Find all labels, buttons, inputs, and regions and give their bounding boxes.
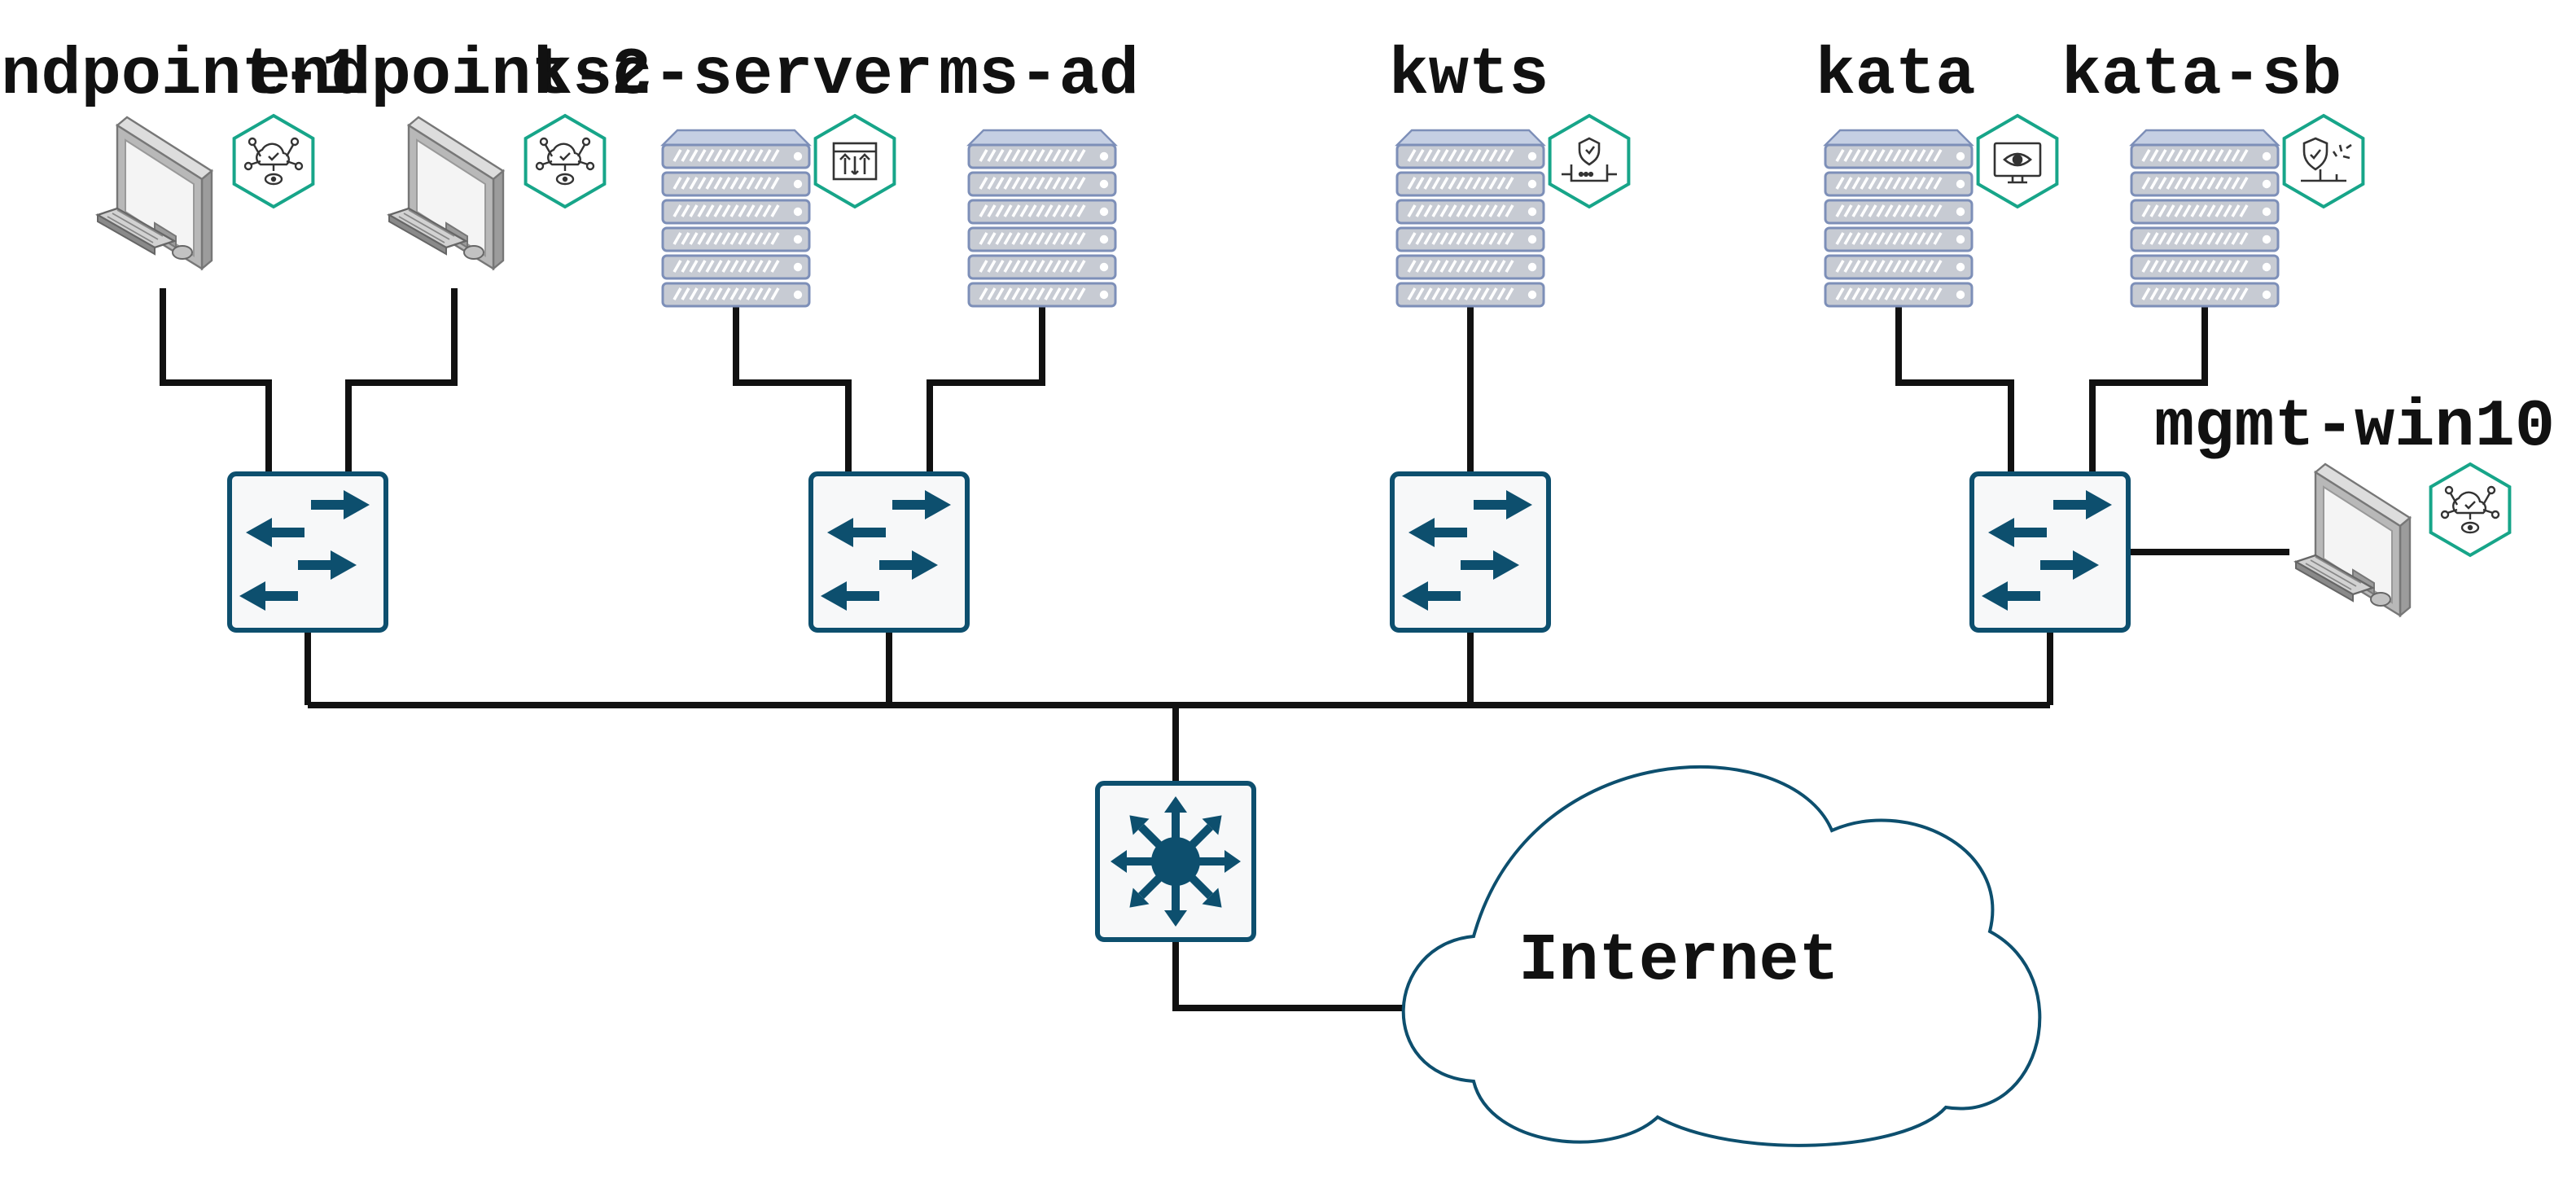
access-switch-2[interactable] [811, 474, 967, 630]
link-ms-ad-switch-2 [927, 296, 1045, 472]
core-switch[interactable] [1097, 783, 1254, 940]
link-core-switch-internet [1172, 940, 1404, 1011]
node-endpoint-1[interactable]: endpoint-1 [0, 37, 361, 270]
node-kata[interactable]: kata [1816, 37, 2057, 306]
node-label: ms-ad [939, 37, 1139, 113]
endpoint-security-icon [2431, 464, 2510, 555]
sandbox-icon [2285, 116, 2364, 207]
link-kata-switch-4 [1895, 296, 2014, 472]
web-traffic-security-icon [1550, 116, 1629, 207]
node-label: endpoint-2 [251, 37, 651, 113]
node-label: ksc-server [532, 37, 933, 113]
server-icon [1825, 130, 1972, 306]
internet-cloud: Internet [1401, 765, 2042, 1147]
link-endpoint-2-switch-1 [345, 288, 458, 472]
node-label: kata [1816, 37, 1976, 113]
link-ksc-server-switch-2 [733, 296, 852, 472]
threat-monitor-icon [1978, 116, 2057, 207]
node-label: kata-sb [2061, 37, 2342, 113]
server-icon [969, 130, 1115, 306]
server-icon [663, 130, 809, 306]
node-kwts[interactable]: kwts [1389, 37, 1629, 306]
endpoint-security-icon [526, 116, 605, 207]
desktop-pc-icon [2294, 462, 2412, 617]
distribution-bus [304, 630, 2053, 708]
server-icon [1397, 130, 1544, 306]
access-switch-4[interactable] [1972, 474, 2128, 630]
link-endpoint-1-switch-1 [160, 288, 272, 472]
node-ksc-server[interactable]: ksc-server [532, 37, 933, 306]
cloud-shape [1401, 765, 2042, 1147]
node-endpoint-2[interactable]: endpoint-2 [251, 37, 651, 270]
connection-lines [160, 288, 2289, 1011]
node-label: kwts [1389, 37, 1549, 113]
access-switch-1[interactable] [230, 474, 386, 630]
endpoint-security-icon [234, 116, 313, 207]
desktop-pc-icon [96, 116, 213, 270]
desktop-pc-icon [388, 116, 505, 270]
node-ms-ad[interactable]: ms-ad [939, 37, 1139, 306]
security-center-icon [816, 116, 895, 207]
node-label: mgmt-win10 [2154, 389, 2555, 465]
node-kata-sb[interactable]: kata-sb [2061, 37, 2364, 306]
access-switch-3[interactable] [1392, 474, 1549, 630]
link-kata-sb-switch-4 [2089, 296, 2208, 472]
server-icon [2131, 130, 2278, 306]
node-label: endpoint-1 [0, 37, 361, 113]
node-mgmt-win10[interactable]: mgmt-win10 [2154, 389, 2555, 617]
cloud-label: Internet [1518, 923, 1839, 999]
